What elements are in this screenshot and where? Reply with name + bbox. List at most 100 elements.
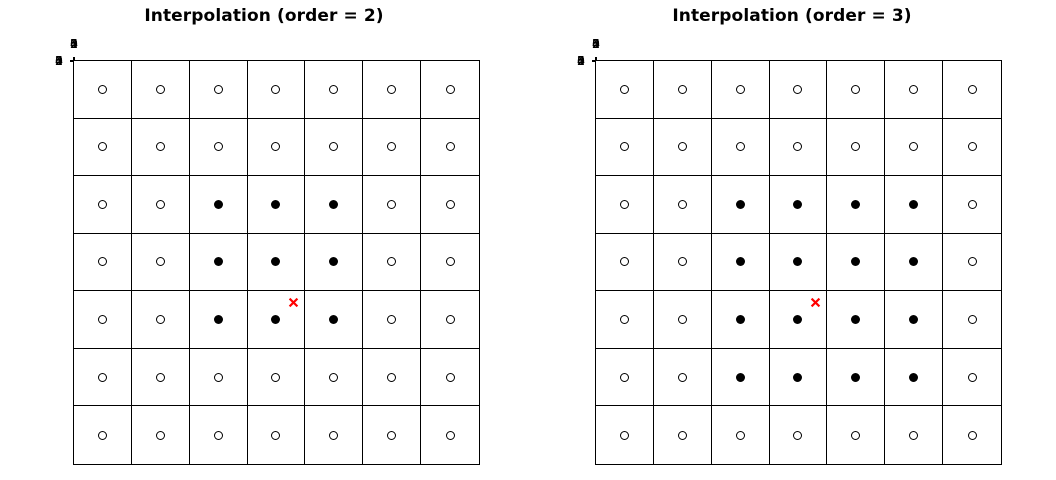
grid-cell[interactable]	[421, 119, 479, 177]
grid-cell[interactable]	[189, 118, 248, 177]
grid-cell[interactable]	[653, 291, 712, 349]
grid-cell[interactable]	[305, 233, 364, 292]
grid-cell[interactable]	[827, 233, 886, 292]
grid-cell[interactable]	[596, 348, 654, 407]
grid-cell[interactable]	[769, 233, 828, 292]
grid-cell[interactable]	[653, 118, 712, 177]
grid-cell[interactable]	[769, 348, 828, 407]
grid-cell[interactable]	[247, 233, 306, 292]
grid-cell[interactable]	[943, 234, 1001, 292]
grid-cell[interactable]	[653, 348, 712, 407]
grid-cell[interactable]	[189, 233, 248, 292]
grid-cell[interactable]	[131, 118, 190, 177]
grid-cell[interactable]	[827, 118, 886, 177]
grid-cell[interactable]	[943, 61, 1001, 119]
grid-cell[interactable]	[653, 61, 712, 119]
grid-cell[interactable]	[596, 406, 654, 464]
grid-cell[interactable]	[943, 119, 1001, 177]
grid-cell[interactable]	[711, 291, 770, 349]
grid-cell[interactable]	[596, 61, 654, 119]
grid-cell[interactable]	[247, 61, 306, 119]
grid-cell[interactable]	[305, 348, 364, 407]
grid-cell[interactable]	[305, 406, 364, 464]
grid-cell[interactable]	[421, 291, 479, 349]
grid-cell[interactable]	[189, 348, 248, 407]
grid-cell[interactable]	[827, 176, 886, 234]
grid-cell[interactable]	[885, 406, 944, 464]
grid-cell[interactable]	[363, 233, 422, 292]
grid-cell[interactable]	[189, 61, 248, 119]
grid-cell[interactable]	[711, 118, 770, 177]
grid-cell[interactable]	[74, 348, 132, 407]
grid-cell[interactable]	[131, 291, 190, 349]
grid-cell[interactable]	[711, 348, 770, 407]
grid-cell[interactable]	[596, 291, 654, 349]
grid-cell[interactable]	[363, 61, 422, 119]
grid-cell[interactable]	[74, 291, 132, 349]
grid-cell[interactable]	[131, 176, 190, 234]
grid-cell[interactable]	[74, 61, 132, 119]
grid-cell[interactable]	[943, 349, 1001, 407]
grid-cell[interactable]	[827, 406, 886, 464]
grid-cell[interactable]	[421, 349, 479, 407]
grid-cell[interactable]	[885, 233, 944, 292]
grid-cell[interactable]	[712, 406, 770, 464]
grid-cell[interactable]	[305, 291, 364, 349]
grid-cell[interactable]	[363, 176, 422, 234]
grid-cell[interactable]	[885, 291, 944, 349]
x-tick-label: 4	[70, 36, 78, 51]
grid-cell[interactable]	[305, 118, 364, 177]
grid-cell[interactable]	[596, 233, 654, 292]
grid-cell[interactable]	[596, 176, 654, 234]
grid-cell[interactable]	[363, 118, 422, 177]
grid-cell[interactable]	[421, 406, 479, 464]
grid-cell[interactable]	[885, 118, 944, 177]
grid-cell[interactable]	[363, 291, 422, 349]
grid-cell[interactable]	[885, 61, 944, 119]
grid-cell[interactable]	[74, 233, 132, 292]
grid-cell[interactable]	[653, 176, 712, 234]
grid-cell[interactable]	[943, 291, 1001, 349]
grid-cell[interactable]	[654, 406, 712, 464]
grid-cell[interactable]	[74, 176, 132, 234]
grid-cell[interactable]	[770, 406, 828, 464]
grid-cell[interactable]	[421, 61, 479, 119]
grid-cell[interactable]	[131, 233, 190, 292]
grid-cell[interactable]	[769, 61, 828, 119]
grid-cell[interactable]	[305, 176, 364, 234]
grid-cell[interactable]	[421, 234, 479, 292]
grid-cell[interactable]	[247, 348, 306, 407]
grid-cell[interactable]	[769, 291, 828, 349]
grid-cell[interactable]	[885, 348, 944, 407]
grid-cell[interactable]	[131, 61, 190, 119]
grid-cell[interactable]	[943, 406, 1001, 464]
grid-cell[interactable]	[189, 291, 248, 349]
grid-cell[interactable]	[596, 118, 654, 177]
grid-cell[interactable]	[769, 176, 828, 234]
grid-cell[interactable]	[247, 291, 306, 349]
grid-cell[interactable]	[943, 176, 1001, 234]
grid-cell[interactable]	[363, 348, 422, 407]
grid-cell[interactable]	[247, 118, 306, 177]
grid-cell[interactable]	[131, 348, 190, 407]
grid-cell[interactable]	[711, 176, 770, 234]
grid-cell[interactable]	[827, 291, 886, 349]
grid-cell[interactable]	[885, 176, 944, 234]
grid-cell[interactable]	[363, 406, 422, 464]
grid-cell[interactable]	[305, 61, 364, 119]
grid-cell[interactable]	[74, 406, 132, 464]
open-sample-point-icon	[909, 84, 919, 94]
grid-cell[interactable]	[827, 61, 886, 119]
grid-cell[interactable]	[248, 406, 306, 464]
grid-cell[interactable]	[189, 176, 248, 234]
grid-cell[interactable]	[769, 118, 828, 177]
grid-cell[interactable]	[74, 118, 132, 177]
grid-cell[interactable]	[190, 406, 248, 464]
grid-cell[interactable]	[421, 176, 479, 234]
grid-cell[interactable]	[247, 176, 306, 234]
grid-cell[interactable]	[132, 406, 190, 464]
grid-cell[interactable]	[653, 233, 712, 292]
grid-cell[interactable]	[711, 233, 770, 292]
grid-cell[interactable]	[711, 61, 770, 119]
grid-cell[interactable]	[827, 348, 886, 407]
